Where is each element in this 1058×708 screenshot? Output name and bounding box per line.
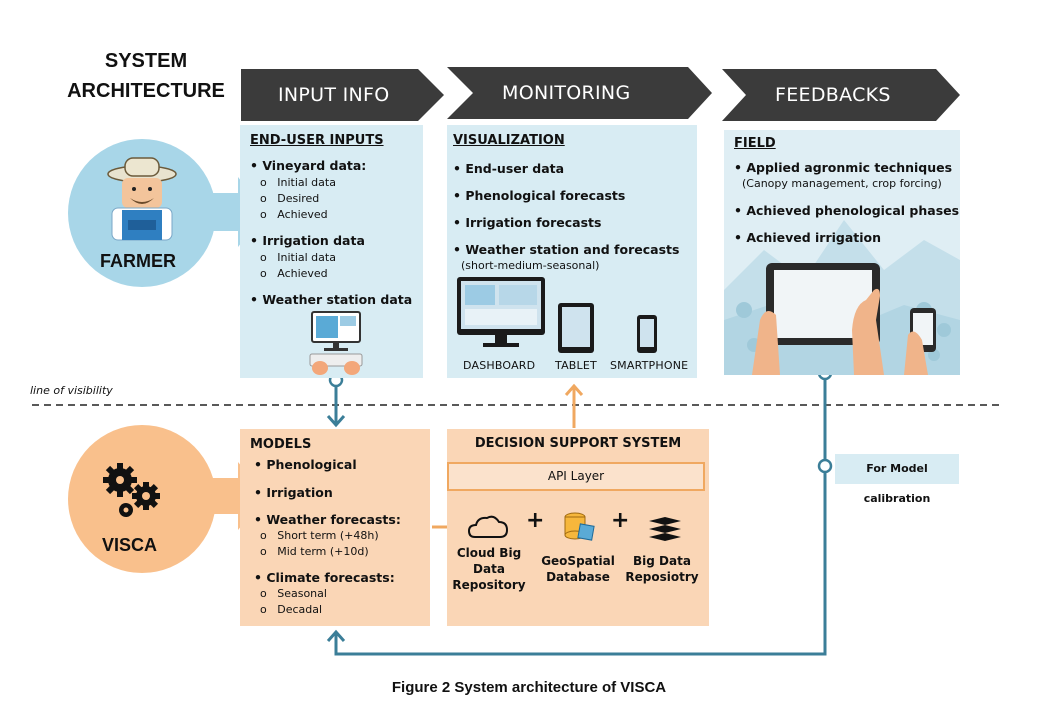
title-line-2: ARCHITECTURE [67,80,225,102]
inputs-title: END-USER INPUTS [250,133,384,148]
api-layer: API Layer [447,462,705,491]
model-item: • Irrigation [254,485,333,500]
farmer-label: FARMER [100,251,176,271]
title-line-1: SYSTEM [104,50,188,72]
visualization-title: VISUALIZATION [453,133,565,148]
climate-item: o Seasonal [260,587,327,600]
irrigation-label: • Irrigation data [250,233,365,248]
visibility-label: line of visibility [30,384,113,397]
visualization-panel: VISUALIZATION • End-user data • Phenolog… [447,125,697,378]
viz-item: • Phenological forecasts [453,188,626,203]
field-background-illustration [724,220,960,375]
figure-caption: Figure 2 System architecture of VISCA [391,679,667,696]
diagram-title: SYSTEM ARCHITECTURE [58,46,234,106]
calibration-label: For Model calibration [835,454,959,505]
model-item: • Phenological [254,457,357,472]
gears-icon [103,463,160,517]
irrigation-item: o Achieved [260,267,328,280]
database-icon [564,512,595,541]
cloud-icon [467,515,509,538]
field-item: • Achieved irrigation [734,230,882,245]
column-input-label: INPUT INFO [278,84,390,106]
stack-icon [649,517,681,541]
computer-icon [309,311,363,375]
model-item: • Climate forecasts: [254,570,395,585]
dashboard-icon [457,277,545,347]
vineyard-item: o Initial data [260,176,336,189]
model-item: • Weather forecasts: [254,512,401,527]
column-feedbacks-label: FEEDBACKS [775,84,891,106]
vineyard-item: o Achieved [260,208,328,221]
models-panel: MODELS • Phenological • Irrigation • Wea… [240,429,430,626]
climate-item: o Decadal [260,603,323,616]
weather-item: o Short term (+48h) [260,529,379,542]
end-user-inputs-panel: END-USER INPUTS • Vineyard data: o Initi… [240,125,423,378]
dss-title: DECISION SUPPORT SYSTEM [474,436,682,451]
vineyard-item: o Desired [260,192,320,205]
chevron-input [241,69,444,121]
field-panel: FIELD • Applied agronmic techniques (Can… [724,130,960,375]
models-title: MODELS [250,437,312,452]
calibration-connector-dot [817,458,833,474]
decision-support-panel: DECISION SUPPORT SYSTEM API Layer + + Cl… [447,429,709,626]
vineyard-label: • Vineyard data: [250,158,367,173]
weather-station-label: • Weather station data [250,292,413,307]
smartphone-icon [637,315,657,353]
plus-sign: + [526,508,545,533]
device-label-smartphone: SMARTPHONE [610,359,689,372]
tablet-icon [558,303,594,353]
viz-item: • End-user data [453,161,565,176]
device-label-dashboard: DASHBOARD [463,359,536,372]
device-label-tablet: TABLET [555,359,597,372]
weather-item: o Mid term (+10d) [260,545,369,558]
chevron-feedbacks [722,69,960,121]
field-title: FIELD [734,136,776,151]
irrigation-item: o Initial data [260,251,336,264]
field-item-note: (Canopy management, crop forcing) [742,177,942,190]
repository-icons [467,512,681,541]
chevron-monitoring [447,67,712,119]
plus-sign: + [611,508,630,533]
farmer-icon [107,157,177,241]
visca-label: VISCA [102,535,158,555]
viz-subnote: (short-medium-seasonal) [461,259,600,272]
field-item: • Applied agronmic techniques [734,160,953,175]
viz-item: • Irrigation forecasts [453,215,602,230]
devices-illustration [457,277,657,353]
field-item: • Achieved phenological phases [734,203,960,218]
column-monitoring-label: MONITORING [502,82,631,104]
viz-item: • Weather station and forecasts [453,242,680,257]
